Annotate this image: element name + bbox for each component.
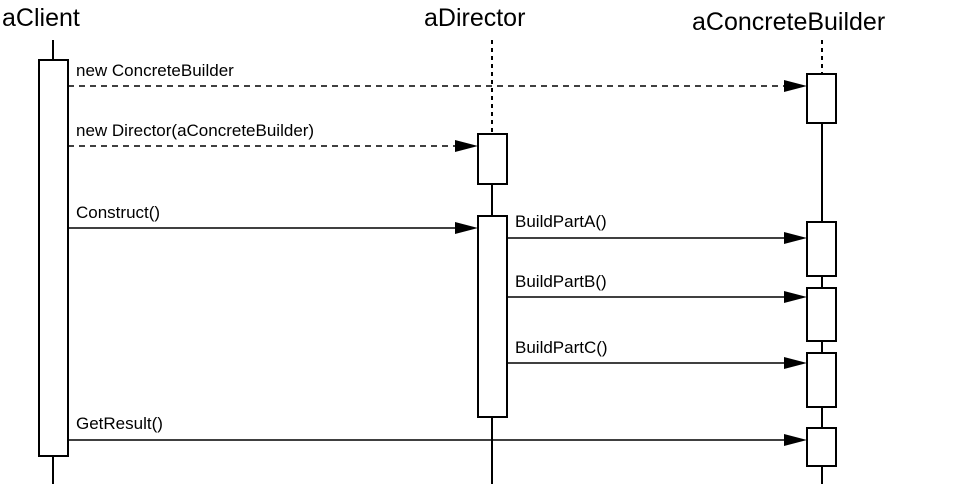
- activation-adirector-construct: [477, 215, 508, 418]
- arrow-head-icon: [455, 222, 478, 234]
- message-new-director: new Director(aConcreteBuilder): [68, 121, 478, 152]
- activation-aclient: [38, 59, 69, 457]
- activation-builder-part-b: [806, 287, 837, 342]
- message-label: new ConcreteBuilder: [76, 61, 234, 80]
- arrow-head-icon: [784, 232, 807, 244]
- arrow-head-icon: [784, 434, 807, 446]
- message-buildparta: BuildPartA(): [507, 212, 807, 244]
- message-getresult: GetResult(): [68, 414, 807, 446]
- message-label: BuildPartC(): [515, 338, 608, 357]
- activation-builder-create: [806, 73, 837, 124]
- message-buildpartb: BuildPartB(): [507, 272, 807, 303]
- participant-aclient: aClient: [2, 4, 80, 32]
- message-label: BuildPartA(): [515, 212, 607, 231]
- message-new-concretebuilder: new ConcreteBuilder: [68, 61, 807, 92]
- arrow-head-icon: [455, 140, 478, 152]
- message-construct: Construct(): [68, 203, 478, 234]
- participant-adirector: aDirector: [424, 4, 525, 32]
- message-label: new Director(aConcreteBuilder): [76, 121, 314, 140]
- participant-aconcretebuilder: aConcreteBuilder: [692, 8, 885, 36]
- arrow-head-icon: [784, 357, 807, 369]
- activation-builder-part-c: [806, 352, 837, 408]
- message-buildpartc: BuildPartC(): [507, 338, 807, 369]
- activation-builder-get-result: [806, 427, 837, 467]
- activation-adirector-create: [477, 133, 508, 185]
- message-label: BuildPartB(): [515, 272, 607, 291]
- message-label: GetResult(): [76, 414, 163, 433]
- arrow-head-icon: [784, 80, 807, 92]
- message-label: Construct(): [76, 203, 160, 222]
- activation-builder-part-a: [806, 221, 837, 277]
- arrow-head-icon: [784, 291, 807, 303]
